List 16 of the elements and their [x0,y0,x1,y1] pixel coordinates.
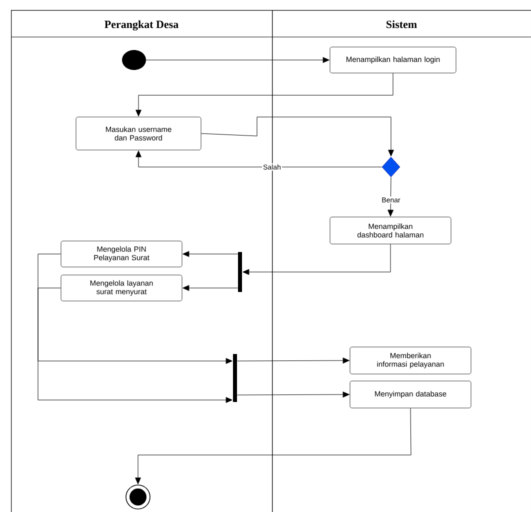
decision-diamond [382,156,400,178]
start-node [122,50,146,70]
arrow [182,251,238,257]
arrow [135,408,412,484]
final-node [126,484,150,510]
arrow [38,288,232,403]
arrow [242,244,391,275]
arrow [388,176,394,216]
arrow [236,358,350,364]
arrow [236,392,350,398]
arrow [200,116,394,156]
arrow [136,150,382,168]
arrow [182,285,238,291]
arrow [38,254,232,364]
arrow [146,57,330,63]
arrow [136,72,394,116]
